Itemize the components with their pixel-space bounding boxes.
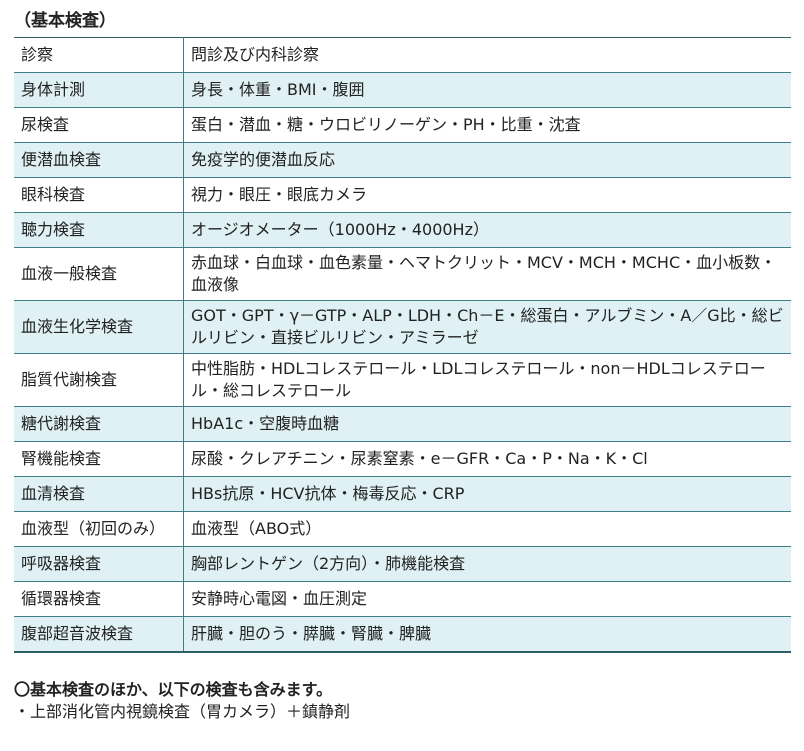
- exam-detail: 血液型（ABO式）: [183, 511, 791, 547]
- exam-detail: 中性脂肪・HDLコレステロール・LDLコレステロール・non－HDLコレステロー…: [183, 353, 791, 407]
- exam-name: 腹部超音波検査: [14, 616, 184, 653]
- exam-detail: HbA1c・空腹時血糖: [183, 406, 791, 442]
- table-row: 血清検査 HBs抗原・HCV抗体・梅毒反応・CRP: [14, 476, 791, 512]
- exam-name: 身体計測: [14, 72, 184, 108]
- exam-name: 呼吸器検査: [14, 546, 184, 582]
- exam-detail: 安静時心電図・血圧測定: [183, 581, 791, 617]
- exam-detail: HBs抗原・HCV抗体・梅毒反応・CRP: [183, 476, 791, 512]
- exam-detail: 肝臓・胆のう・膵臓・腎臓・脾臓: [183, 616, 791, 653]
- exam-detail: GOT・GPT・γ－GTP・ALP・LDH・Ch－E・総蛋白・アルブミン・A／G…: [183, 300, 791, 354]
- exam-name: 便潜血検査: [14, 142, 184, 178]
- table-row: 診察 問診及び内科診察: [14, 37, 791, 73]
- note-main: 〇基本検査のほか、以下の検査も含みます。: [14, 680, 333, 699]
- exam-name: 尿検査: [14, 107, 184, 143]
- table-row: 呼吸器検査 胸部レントゲン（2方向）・肺機能検査: [14, 546, 791, 582]
- table-row: 眼科検査 視力・眼圧・眼底カメラ: [14, 177, 791, 213]
- table-row: 身体計測 身長・体重・BMI・腹囲: [14, 72, 791, 108]
- table-row: 腹部超音波検査 肝臓・胆のう・膵臓・腎臓・脾臓: [14, 616, 791, 653]
- exam-detail: 尿酸・クレアチニン・尿素窒素・e－GFR・Ca・P・Na・K・Cl: [183, 441, 791, 477]
- exam-detail: 問診及び内科診察: [183, 37, 791, 73]
- table-row: 循環器検査 安静時心電図・血圧測定: [14, 581, 791, 617]
- table-row: 糖代謝検査 HbA1c・空腹時血糖: [14, 406, 791, 442]
- exam-name: 眼科検査: [14, 177, 184, 213]
- exam-name: 腎機能検査: [14, 441, 184, 477]
- exam-name: 聴力検査: [14, 212, 184, 248]
- exam-detail: 蛋白・潜血・糖・ウロビリノーゲン・PH・比重・沈査: [183, 107, 791, 143]
- exam-name: 血液一般検査: [14, 247, 184, 301]
- exam-table: 診察 問診及び内科診察 身体計測 身長・体重・BMI・腹囲 尿検査 蛋白・潜血・…: [14, 37, 791, 653]
- notes-section: 〇基本検査のほか、以下の検査も含みます。 ・上部消化管内視鏡検査（胃カメラ）＋鎮…: [14, 679, 794, 723]
- exam-detail: 赤血球・白血球・血色素量・ヘマトクリット・MCV・MCH・MCHC・血小板数・血…: [183, 247, 791, 301]
- table-row: 血液一般検査 赤血球・白血球・血色素量・ヘマトクリット・MCV・MCH・MCHC…: [14, 247, 791, 301]
- exam-detail: オージオメーター（1000Hz・4000Hz）: [183, 212, 791, 248]
- exam-name: 血液生化学検査: [14, 300, 184, 354]
- exam-name: 血液型（初回のみ）: [14, 511, 184, 547]
- exam-name: 血清検査: [14, 476, 184, 512]
- table-row: 血液型（初回のみ） 血液型（ABO式）: [14, 511, 791, 547]
- table-row: 聴力検査 オージオメーター（1000Hz・4000Hz）: [14, 212, 791, 248]
- exam-name: 循環器検査: [14, 581, 184, 617]
- section-heading: （基本検査）: [14, 11, 116, 31]
- exam-detail: 免疫学的便潜血反応: [183, 142, 791, 178]
- note-sub: ・上部消化管内視鏡検査（胃カメラ）＋鎮静剤: [14, 702, 351, 721]
- table-row: 便潜血検査 免疫学的便潜血反応: [14, 142, 791, 178]
- table-row: 尿検査 蛋白・潜血・糖・ウロビリノーゲン・PH・比重・沈査: [14, 107, 791, 143]
- exam-name: 糖代謝検査: [14, 406, 184, 442]
- exam-name: 診察: [14, 37, 184, 73]
- table-row: 脂質代謝検査 中性脂肪・HDLコレステロール・LDLコレステロール・non－HD…: [14, 353, 791, 407]
- table-row: 腎機能検査 尿酸・クレアチニン・尿素窒素・e－GFR・Ca・P・Na・K・Cl: [14, 441, 791, 477]
- exam-name: 脂質代謝検査: [14, 353, 184, 407]
- exam-detail: 胸部レントゲン（2方向）・肺機能検査: [183, 546, 791, 582]
- table-row: 血液生化学検査 GOT・GPT・γ－GTP・ALP・LDH・Ch－E・総蛋白・ア…: [14, 300, 791, 354]
- exam-detail: 身長・体重・BMI・腹囲: [183, 72, 791, 108]
- exam-detail: 視力・眼圧・眼底カメラ: [183, 177, 791, 213]
